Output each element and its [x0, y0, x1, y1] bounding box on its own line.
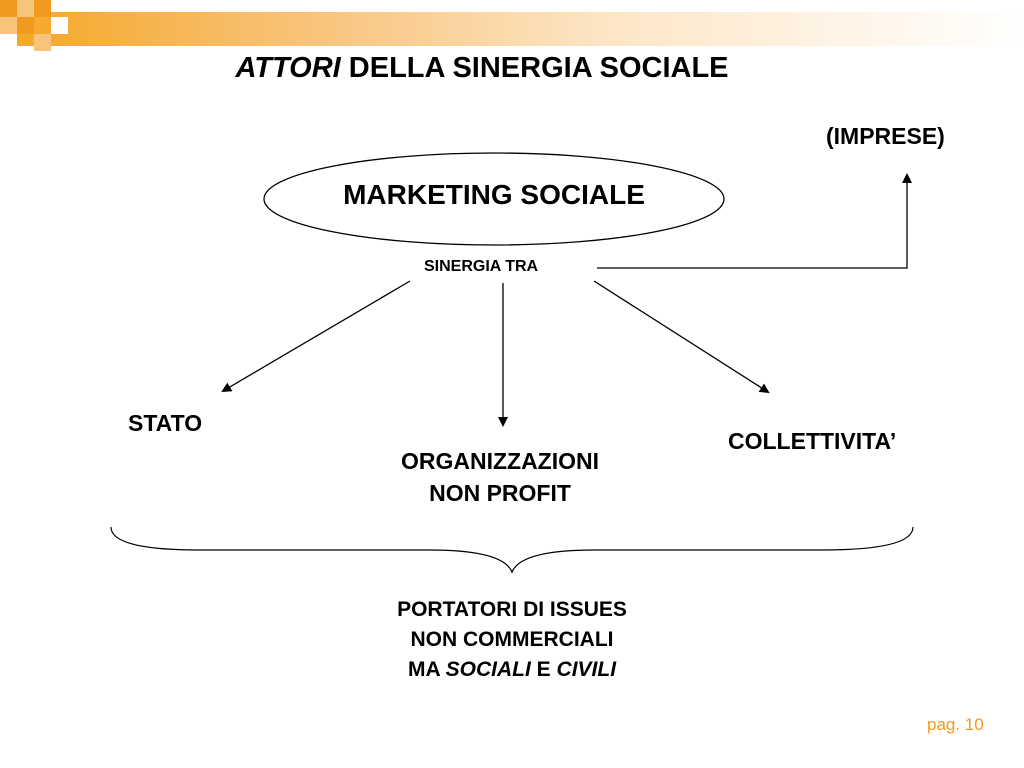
- grouping-brace: [110, 526, 914, 574]
- header-deco-square: [17, 0, 34, 17]
- page-number: pag. 10: [927, 715, 984, 734]
- portatori-line3-civili: CIVILI: [556, 658, 617, 681]
- portatori-line1: PORTATORI DI ISSUES: [397, 598, 627, 621]
- marketing-ellipse: [263, 152, 725, 246]
- arrow-to-collettivita: [593, 280, 770, 394]
- portatori-line2: NON COMMERCIALI: [410, 628, 614, 651]
- collettivita-label: COLLETTIVITA’: [728, 428, 897, 454]
- slide-title-rest: DELLA SINERGIA SOCIALE: [340, 52, 729, 84]
- stato-label: STATO: [128, 410, 203, 436]
- header-deco-square: [0, 34, 17, 51]
- header-deco-square: [34, 0, 51, 17]
- portatori-caption: PORTATORI DI ISSUES NON COMMERCIALI MA S…: [312, 595, 712, 685]
- marketing-sociale-label: MARKETING SOCIALE: [343, 179, 645, 210]
- header-deco-square: [0, 0, 17, 17]
- imprese-label: (IMPRESE): [826, 123, 945, 149]
- arrow-to-stato: [221, 280, 411, 393]
- portatori-line3-sociali: SOCIALI: [445, 658, 531, 681]
- header-gradient-bar: [0, 12, 1024, 46]
- header-deco-square: [0, 17, 17, 34]
- imprese-connector: [597, 173, 912, 269]
- sinergia-tra-label: SINERGIA TRA: [420, 258, 543, 276]
- organizzazioni-line2: NON PROFIT: [429, 480, 571, 506]
- organizzazioni-line1: ORGANIZZAZIONI: [400, 448, 600, 474]
- header-deco-square: [17, 17, 34, 34]
- header-deco-square: [34, 34, 51, 51]
- slide-title: ATTORI DELLA SINERGIA SOCIALE: [0, 52, 964, 85]
- header-deco-square: [51, 17, 68, 34]
- organizzazioni-label: ORGANIZZAZIONI NON PROFIT: [350, 445, 650, 509]
- slide-title-italic: ATTORI: [235, 52, 341, 84]
- portatori-line3-prefix: MA: [407, 658, 446, 681]
- portatori-line3-mid: E: [530, 658, 557, 681]
